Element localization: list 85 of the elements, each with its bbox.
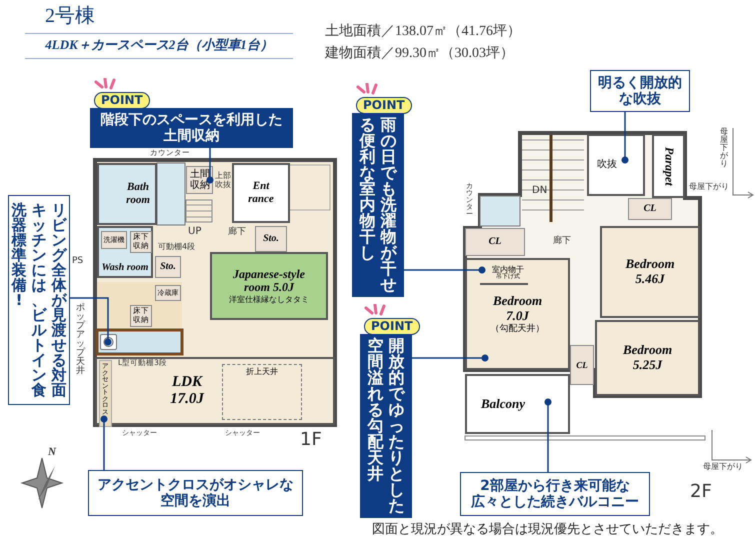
plan-note: 上部吹抜: [215, 172, 231, 190]
bathroom: [97, 163, 157, 225]
balcony: [465, 374, 570, 434]
vertical-note: ポップアップ天井: [76, 304, 85, 376]
room-name: Bedroom 7.0J: [492, 294, 544, 324]
plan-type-text: 4LDK＋カースペース2台（小型車1台）: [44, 38, 274, 52]
room-note: （勾配天井）: [490, 324, 544, 334]
callout-text: 明るく開放的な吹抜: [597, 74, 683, 108]
area-text: 建物面積／99.30㎡（30.03坪）: [325, 46, 514, 62]
room-name: Sto.: [263, 233, 279, 245]
ceiling-outline: [222, 364, 302, 420]
closet: [570, 345, 594, 385]
vertical-note: 母屋下がり: [720, 128, 728, 168]
plan-note: 廊下: [228, 228, 246, 238]
leader-line: [70, 297, 112, 346]
room-name: 土間収納: [189, 168, 211, 192]
callout-box: [460, 472, 650, 516]
room-name: Ent rance: [247, 180, 275, 206]
leader-line: [544, 398, 552, 472]
title: 2号棟: [45, 5, 95, 27]
plan-note: 2F: [690, 482, 712, 502]
plan-note: N: [48, 446, 56, 458]
leader-line: [412, 354, 488, 362]
callout-box: [360, 334, 412, 518]
room-name: Balcony: [481, 396, 526, 412]
room-note: 洋室仕様縁なしタタミ: [229, 295, 309, 304]
room-name: CL: [488, 236, 502, 248]
room-name: Wash room: [102, 262, 148, 273]
caption: 図面と現況が異なる場合は現況優先とさせていただきます。: [372, 523, 723, 538]
leader-line: [206, 148, 214, 184]
japanese-room: [210, 252, 328, 320]
point-badge: POINT: [356, 97, 412, 114]
point-badge: POINT: [364, 318, 420, 336]
fridge-space: [155, 285, 181, 301]
room-name: Japanese-style room 5.0J: [232, 268, 306, 295]
callout-box: [352, 113, 404, 297]
plan-note: UP: [188, 226, 202, 237]
room-name: LDK 17.0J: [169, 374, 206, 408]
room-name: Bedroom 5.46J: [624, 257, 676, 287]
room-name: 吹抜: [597, 159, 617, 171]
bedroom: [600, 226, 700, 318]
point-badge: POINT: [94, 92, 150, 110]
plan-note: DN: [532, 185, 548, 196]
open-ceiling: [587, 134, 645, 196]
room-name: Bedroom 5.25J: [622, 343, 674, 373]
room-name: CL: [576, 360, 588, 370]
area-text: 土地面積／138.07㎡（41.76坪）: [325, 24, 521, 40]
bedroom: [465, 258, 570, 370]
room-name: Parapet: [662, 146, 676, 186]
leader-line: [100, 416, 108, 470]
entrance: [232, 163, 290, 223]
room-name: 室内物干: [492, 264, 524, 274]
accent-wall: [99, 360, 112, 427]
room-name: 折上天井: [246, 367, 278, 376]
plan-note: 1F: [300, 430, 322, 450]
storage-room: [255, 226, 287, 252]
plan-note: 母屋下がり: [689, 183, 729, 192]
storage-room: [155, 256, 181, 278]
wash-room: [97, 226, 153, 278]
callout-text: 開放的でゆったりとした空間溢れる勾配天井: [368, 338, 404, 514]
plan-note: 可動棚4段: [158, 243, 196, 252]
callout-text: 2部屋から行き来可能な広々とした続きバルコニー: [470, 478, 640, 510]
parapet: [652, 134, 685, 198]
living-room: [95, 357, 335, 425]
room-name: CL: [644, 203, 656, 215]
callout-text: 階段下のスペースを利用した土間収納: [100, 112, 284, 144]
bedroom: [595, 320, 700, 396]
room-name: Sto.: [160, 261, 176, 273]
leader-line: [622, 112, 628, 164]
drying-rail: [480, 263, 528, 285]
callout-box: [590, 70, 690, 112]
plan-note: PS: [72, 257, 84, 267]
callout-text: リビング全体が見渡せる対面キッチンには、ビルトイン食洗器標準装備!: [12, 202, 66, 398]
room-name: Bath room: [125, 181, 151, 207]
callout-box: [8, 195, 70, 405]
callout-box: [88, 470, 303, 516]
callout-text: アクセントクロスがオシャレな空間を演出: [96, 476, 294, 510]
closet: [465, 228, 525, 256]
leader-line: [404, 266, 486, 274]
plan-note: 母屋下がり: [703, 463, 743, 472]
closet: [628, 198, 672, 220]
callout-box: [90, 108, 293, 148]
callout-text: 雨の日でも洗濯物が干せる便利な室内物干し: [360, 117, 396, 293]
plan-note: 廊下: [553, 237, 571, 247]
laundry-space: [101, 231, 127, 249]
